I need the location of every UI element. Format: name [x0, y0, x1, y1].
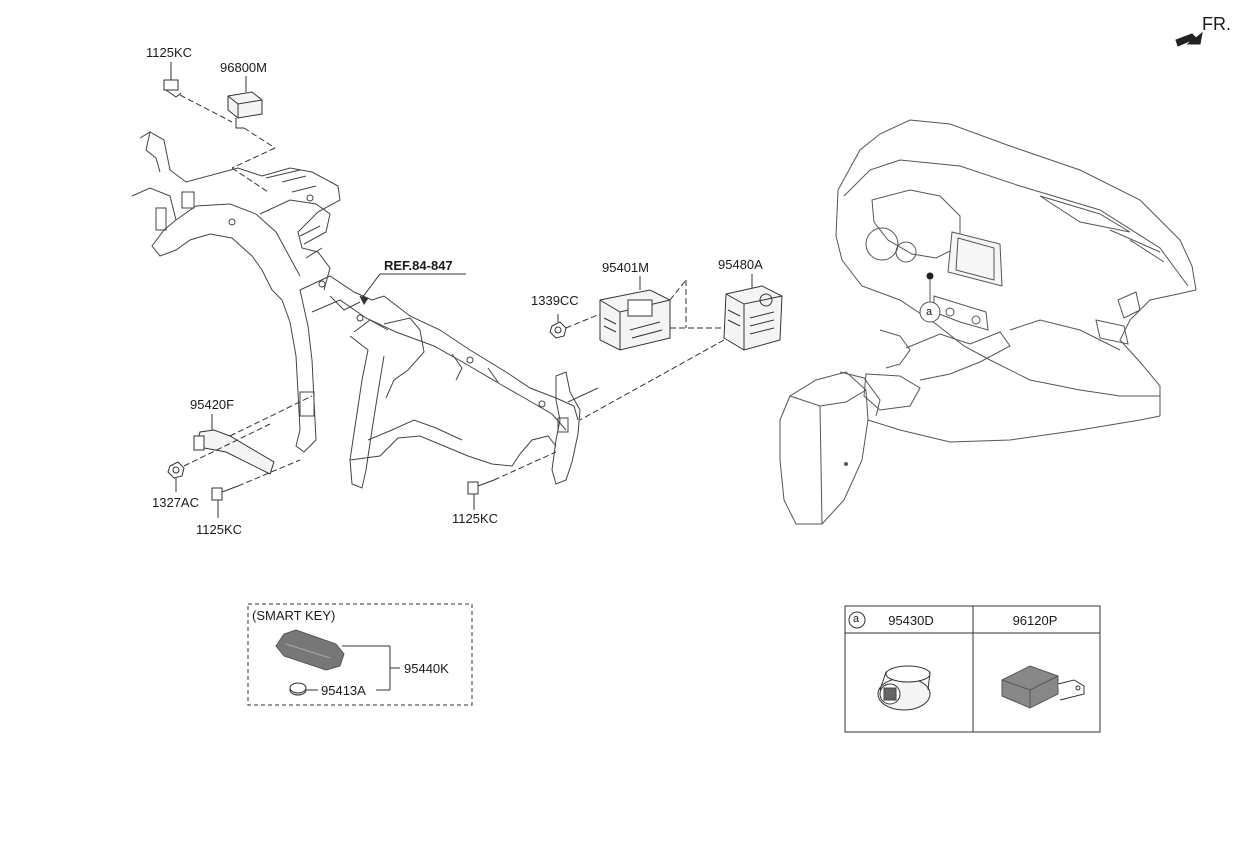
start-button-95430d-icon: [877, 665, 931, 711]
callout-95413a: 95413A: [321, 683, 366, 698]
ref-leader-line: [359, 273, 466, 305]
smart-key-title: (SMART KEY): [252, 608, 336, 623]
smart-key-box: [247, 603, 473, 706]
bolt-1125kc-top-icon: [163, 62, 233, 123]
detail-col2-header: 96120P: [1012, 613, 1058, 628]
detail-col1-header: 95430D: [888, 613, 934, 628]
callout-1327ac: 1327AC: [152, 495, 199, 510]
callout-ref: REF.84-847: [384, 258, 453, 273]
callout-1339cc: 1339CC: [531, 293, 579, 308]
module-96800m-icon: [227, 76, 276, 193]
callout-95420f: 95420F: [190, 397, 235, 412]
callout-95401m: 95401M: [602, 260, 649, 275]
orientation-label: FR.: [1202, 14, 1231, 34]
callout-95480a: 95480A: [718, 257, 763, 272]
dash-crossmember-icon: [131, 131, 599, 489]
callout-95440k: 95440K: [404, 661, 449, 676]
coin-battery-icon: [289, 682, 390, 696]
callout-96800m: 96800M: [220, 60, 267, 75]
callout-marker-a: a: [926, 306, 933, 318]
callout-1125kc-top: 1125KC: [146, 45, 193, 60]
callout-1125kc-left: 1125KC: [196, 522, 243, 537]
interior-dashboard-icon: [779, 119, 1197, 525]
smart-key-fob-icon: [275, 629, 400, 690]
nut-1339cc-icon: [549, 313, 601, 339]
bolt-1125kc-left-icon: [211, 459, 301, 518]
module-96120p-icon: [1001, 665, 1085, 709]
callout-1125kc-mid: 1125KC: [452, 511, 499, 526]
detail-marker-a: a: [853, 613, 860, 625]
bolt-1125kc-mid-icon: [467, 451, 557, 510]
nut-1327ac-icon: [167, 423, 271, 492]
front-arrow-icon: [1175, 31, 1203, 47]
module-95401m-icon: [599, 276, 722, 351]
detail-table: [844, 605, 1101, 733]
module-95480a-icon: [579, 274, 783, 421]
antenna-95420f-icon: [193, 395, 313, 475]
